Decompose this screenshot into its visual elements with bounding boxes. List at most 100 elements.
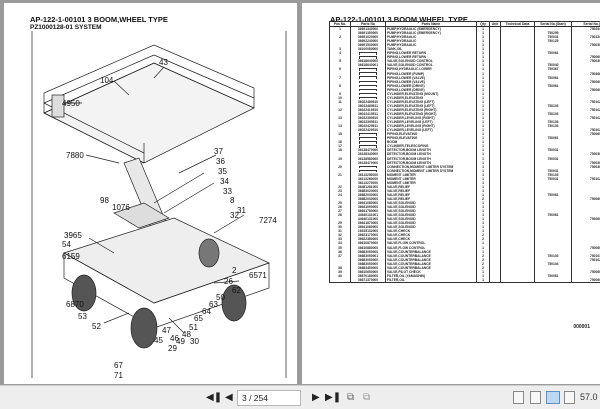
table-cell [571,144,600,149]
next-page-icon[interactable]: ▶ [312,392,320,403]
callout: 1076 [112,203,130,212]
table-cell: 750102 [571,176,600,181]
last-page-icon[interactable]: ▶❚ [325,392,342,403]
first-page-icon[interactable]: ◀❚ [206,392,223,403]
table-cell [571,136,600,141]
callout: 98 [100,196,109,205]
table-cell [571,180,600,185]
copy-icon[interactable]: ⧉ [363,392,371,403]
table-cell: 750124 [571,35,600,40]
table-cell [571,221,600,226]
two-page-continuous-icon[interactable] [564,391,575,404]
table-cell [571,103,600,108]
callout: 43 [159,58,168,67]
callout: 34 [220,177,229,186]
table-cell [571,265,600,270]
bracket-placeholder-icon [359,96,377,100]
callout: 7274 [259,216,277,225]
callout: 46 [170,334,179,343]
callout: 48 [182,330,191,339]
previous-page-icon[interactable]: ◀ [225,392,233,403]
single-page-icon[interactable] [513,391,524,404]
table-cell: 750060 [571,132,600,137]
rotate-icon[interactable]: ⧉ [347,392,355,403]
table-cell [571,249,600,254]
bracket-placeholder-icon [359,68,377,71]
callout: 50 [216,293,225,302]
table-cell: FILTER,OIL [385,277,477,283]
table-cell: 750102 [571,128,600,133]
table-cell [571,229,600,234]
callout: 3965 [64,231,82,240]
bracket-placeholder-icon [359,72,377,75]
callout: 64 [202,307,211,316]
table-cell: 750060 [571,245,600,250]
table-cell: 750366 [571,71,600,76]
table-cell [571,273,600,278]
parts-diagram: 43 104 4950 7880 37 36 35 34 33 8 1076 9… [31,31,287,380]
bracket-placeholder-icon [359,88,377,92]
table-cell [571,83,600,88]
bracket-placeholder-icon [359,145,377,148]
callout: 35 [218,167,227,176]
callout: 65 [194,314,203,323]
table-cell: 750102 [571,99,600,104]
table-cell: 750039 [571,59,600,64]
table-cell [571,39,600,44]
callout: 32 [230,211,239,220]
callout: 31 [237,206,246,215]
table-cell: 750060 [571,196,600,202]
column-header: Serial No.(Start) [534,21,572,27]
continuous-icon[interactable] [530,391,541,404]
zoom-level[interactable]: 57.0 [580,392,598,402]
table-cell [571,95,600,100]
callout: 6571 [249,271,267,280]
callout: 36 [216,157,225,166]
callout: 104 [100,76,114,85]
callout: 63 [209,300,218,309]
table-cell [571,111,600,117]
two-page-icon[interactable] [546,391,560,404]
callout: 51 [189,323,198,332]
table-cell [571,184,600,189]
callout: 47 [162,326,171,335]
table-cell: 750294 [571,26,600,32]
table-cell [571,31,600,36]
bracket-placeholder-icon [359,92,377,96]
table-cell [571,156,600,161]
page-code: 000001 [573,324,590,330]
callout: 7880 [66,151,84,160]
callout: 33 [223,187,232,196]
table-cell: 1 [476,277,490,283]
callout: 8 [230,196,235,205]
page-number-input[interactable]: 3 / 254 [237,390,301,406]
callout: 71 [114,371,123,380]
